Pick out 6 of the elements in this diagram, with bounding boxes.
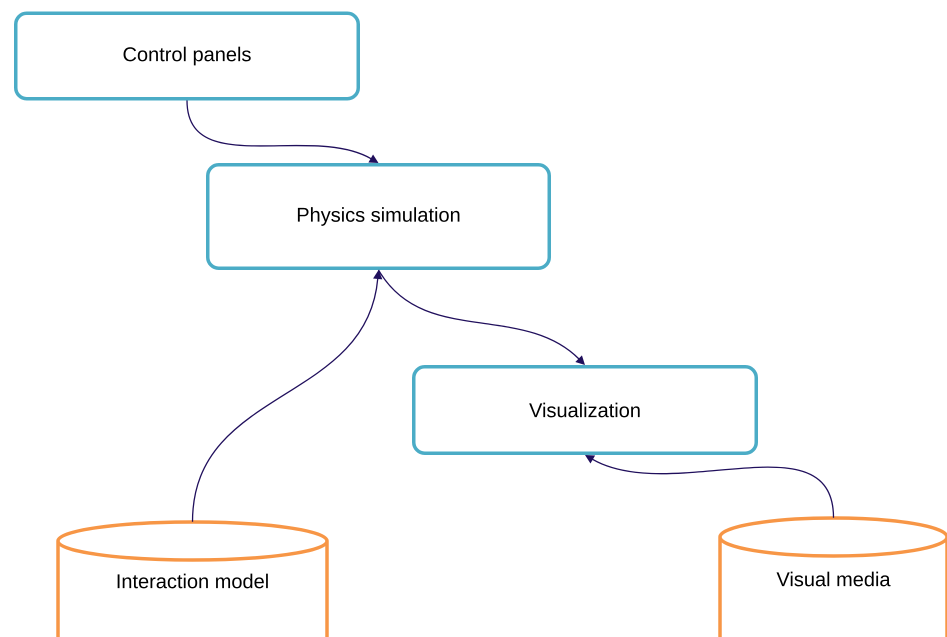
process-box: Physics simulation (206, 163, 551, 270)
arrow (378, 270, 585, 365)
database-cylinder: Interaction model (56, 520, 329, 637)
database-cylinder: Visual media (718, 516, 947, 637)
process-box: Visualization (412, 365, 758, 455)
process-box: Control panels (14, 12, 360, 100)
